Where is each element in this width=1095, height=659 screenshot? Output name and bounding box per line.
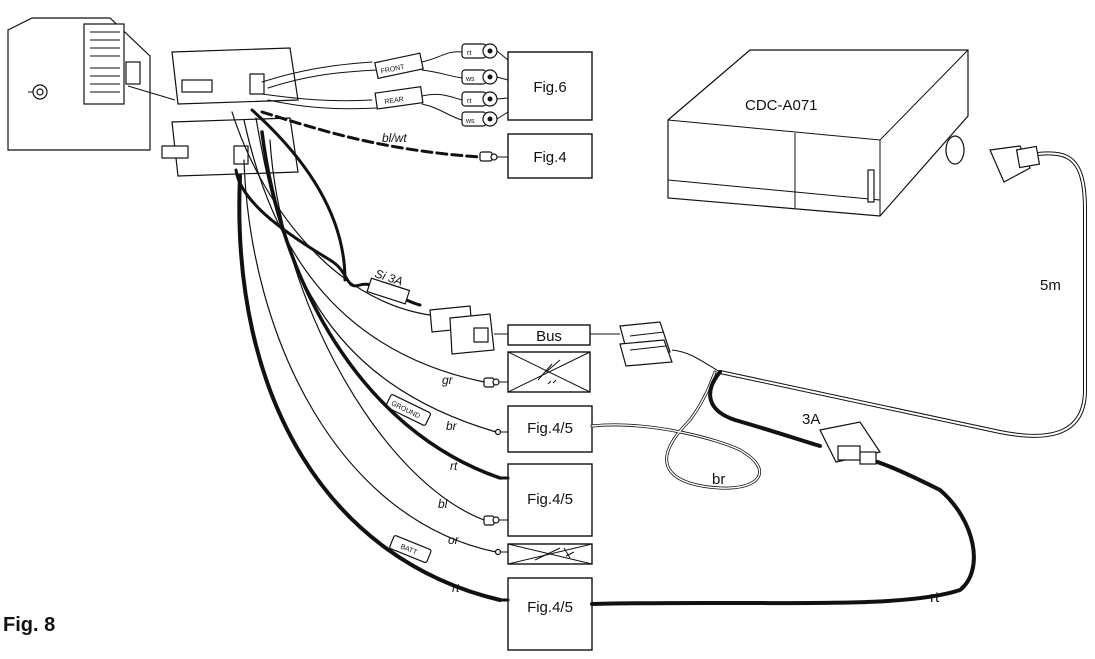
label-bl: bl <box>438 497 448 511</box>
bus-connector-left <box>429 305 495 355</box>
rca-plug-rt-1: rt <box>461 43 498 59</box>
box-no-illumination <box>507 543 593 565</box>
label-br-left: br <box>446 419 458 433</box>
box-fig45-ground: Fig.4/5 <box>507 405 593 453</box>
bl-plug <box>483 515 500 526</box>
box-bus: Bus <box>507 324 591 346</box>
label-rt-right: rt <box>930 589 940 606</box>
rear-tag-label: REAR <box>384 96 404 106</box>
fuse-3a-right <box>819 421 881 465</box>
label-or: or <box>448 533 460 547</box>
rca-ws-2-label: ws <box>465 118 475 125</box>
iso-connector-lower <box>161 117 299 177</box>
bl-wt-plug <box>479 151 498 162</box>
din-plug <box>989 145 1041 183</box>
bus-connector-right <box>619 321 673 367</box>
car-radio-socket <box>7 17 151 151</box>
batt-tag: BATT <box>389 535 432 564</box>
box-fig45-ground-label: Fig.4/5 <box>527 420 573 437</box>
gr-plug <box>483 377 500 388</box>
iso-connector-upper <box>171 47 299 105</box>
box-fig45-mid-label: Fig.4/5 <box>527 491 573 508</box>
box-bus-label: Bus <box>536 328 562 345</box>
label-rt-mid: rt <box>450 459 458 473</box>
box-fig45-batt: Fig.4/5 <box>507 577 593 651</box>
rca-plug-ws-1: ws <box>461 69 498 85</box>
rca-plug-ws-2: ws <box>461 111 498 127</box>
box-fig45-mid: Fig.4/5 <box>507 463 593 537</box>
rca-rt-2-label: rt <box>467 98 471 105</box>
cable-length-label: 5m <box>1040 277 1061 294</box>
box-fig6-label: Fig.6 <box>533 79 566 96</box>
label-br-right: br <box>712 471 725 488</box>
label-bl-wt: bl/wt <box>382 131 407 145</box>
cd-changer-unit <box>667 49 969 217</box>
box-fig4: Fig.4 <box>507 133 593 179</box>
rear-tag: REAR <box>374 86 424 110</box>
rca-plug-rt-2: rt <box>461 91 498 107</box>
fuse-si-3a: Si 3A <box>366 266 411 305</box>
lamp-icon <box>534 547 575 561</box>
screw-icon <box>28 84 48 100</box>
label-rt-batt: rt <box>452 581 460 595</box>
box-fig45-batt-label: Fig.4/5 <box>527 599 573 616</box>
box-no-antenna <box>507 351 591 393</box>
box-fig4-label: Fig.4 <box>533 149 566 166</box>
box-fig6: Fig.6 <box>507 51 593 121</box>
rca-ws-1-label: ws <box>465 76 475 83</box>
device-name: CDC-A071 <box>745 97 818 114</box>
fuse-right-label: 3A <box>802 411 820 428</box>
rca-rt-1-label: rt <box>467 50 471 57</box>
antenna-icon <box>537 359 561 385</box>
front-tag: FRONT <box>374 52 424 80</box>
label-gr: gr <box>442 373 454 387</box>
figure-title: Fig. 8 <box>3 614 56 636</box>
